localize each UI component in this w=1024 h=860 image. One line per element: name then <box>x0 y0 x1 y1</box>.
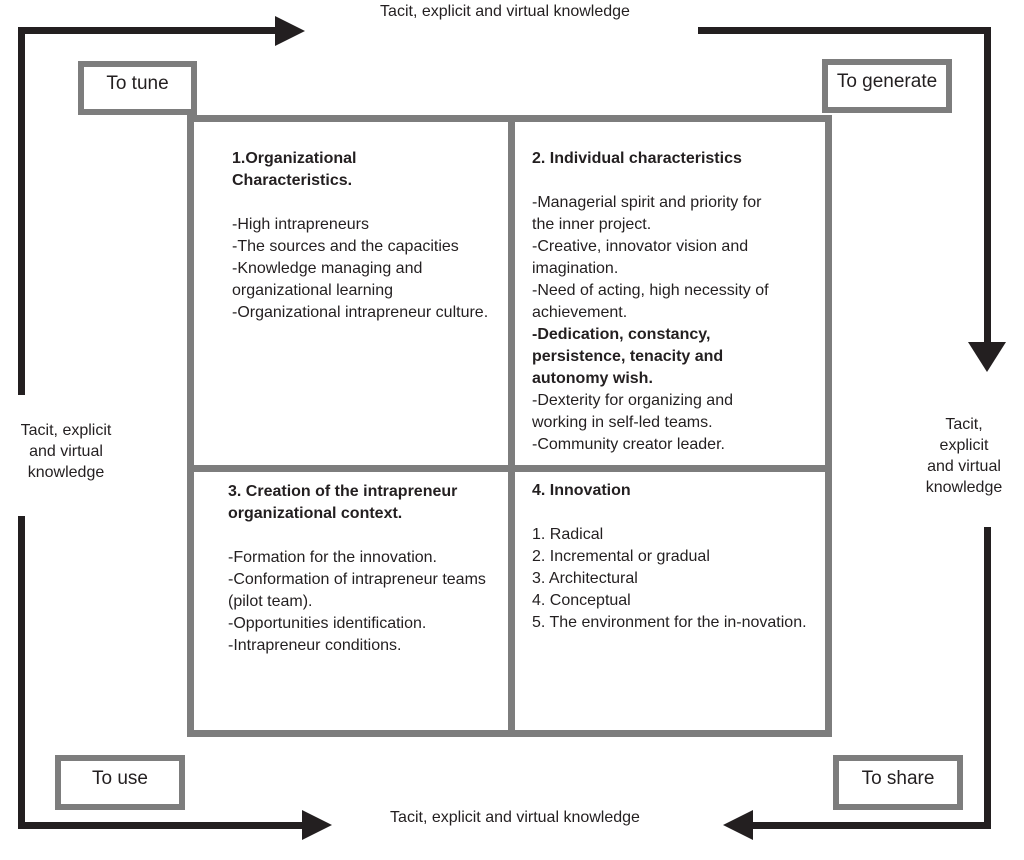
knowledge-label-right: Tacit, explicit and virtual knowledge <box>925 416 1003 496</box>
knowledge-matrix: 1.Organizational Characteristics. -High … <box>187 115 832 737</box>
arrowhead-left-icon <box>723 810 753 840</box>
quadrant-title: 4. Innovation <box>532 482 631 499</box>
flow-line-top-left <box>18 27 277 34</box>
flow-line-left-upper <box>18 27 25 395</box>
quadrant-item: -Dexterity for organizing and working in… <box>532 392 733 431</box>
quadrant-item: -Formation for the innovation. <box>228 549 437 566</box>
quadrant-item: -Knowledge managing and organizational l… <box>232 260 423 299</box>
knowledge-label-top: Tacit, explicit and virtual knowledge <box>380 3 630 20</box>
quadrant-item: 1. Radical <box>532 526 604 543</box>
quadrant-item: -Intrapreneur conditions. <box>228 637 402 654</box>
quadrant-item: -Opportunities identification. <box>228 615 427 632</box>
action-box-to-tune: To tune <box>78 61 197 115</box>
quadrant-item: 4. Conceptual <box>532 592 631 609</box>
quadrant-item: 2. Incremental or gradual <box>532 548 710 565</box>
quadrant-title: 3. Creation of the intrapreneur organiza… <box>228 483 458 522</box>
quadrant-item: -The sources and the capacities <box>232 238 459 255</box>
action-box-label: To share <box>861 767 935 789</box>
flow-line-right-lower <box>984 527 991 829</box>
flow-line-bottom-left <box>18 822 302 829</box>
quadrant-innovation: 4. Innovation 1. Radical 2. Incremental … <box>515 472 825 730</box>
flow-line-left-lower <box>18 516 25 829</box>
action-box-to-share: To share <box>833 755 963 810</box>
flow-line-top-right <box>698 27 991 34</box>
quadrant-item: -Need of acting, high necessity of achie… <box>532 282 769 321</box>
action-box-label: To generate <box>836 71 938 92</box>
quadrant-item: -High intrapreneurs <box>232 216 369 233</box>
quadrant-item: -Managerial spirit and priority for the … <box>532 194 762 233</box>
action-box-to-generate: To generate <box>822 59 952 113</box>
quadrant-item: -Dedication, constancy, persistence, ten… <box>532 326 724 387</box>
quadrant-organizational-characteristics: 1.Organizational Characteristics. -High … <box>194 122 515 472</box>
quadrant-title: 2. Individual characteristics <box>532 150 742 167</box>
flow-line-right-upper <box>984 27 991 342</box>
arrowhead-right-icon <box>275 16 305 46</box>
quadrant-item: -Conformation of intrapreneur teams (pil… <box>228 571 486 610</box>
quadrant-title: 1.Organizational Characteristics. <box>232 150 357 189</box>
quadrant-item: -Organizational intrapreneur culture. <box>232 304 489 321</box>
arrowhead-right-icon <box>302 810 332 840</box>
quadrant-item: 5. The environment for the in-novation. <box>532 614 807 631</box>
arrowhead-down-icon <box>968 342 1006 372</box>
quadrant-intrapreneur-context: 3. Creation of the intrapreneur organiza… <box>194 472 515 730</box>
action-box-label: To use <box>92 767 148 789</box>
knowledge-label-left: Tacit, explicit and virtual knowledge <box>20 422 112 481</box>
quadrant-item: 3. Architectural <box>532 570 638 587</box>
action-box-to-use: To use <box>55 755 185 810</box>
quadrant-item: -Community creator leader. <box>532 436 725 453</box>
knowledge-label-bottom: Tacit, explicit and virtual knowledge <box>390 809 640 826</box>
quadrant-individual-characteristics: 2. Individual characteristics -Manageria… <box>515 122 825 472</box>
action-box-label: To tune <box>106 73 169 94</box>
flow-line-bottom-right <box>753 822 991 829</box>
quadrant-item: -Creative, innovator vision and imaginat… <box>532 238 749 277</box>
